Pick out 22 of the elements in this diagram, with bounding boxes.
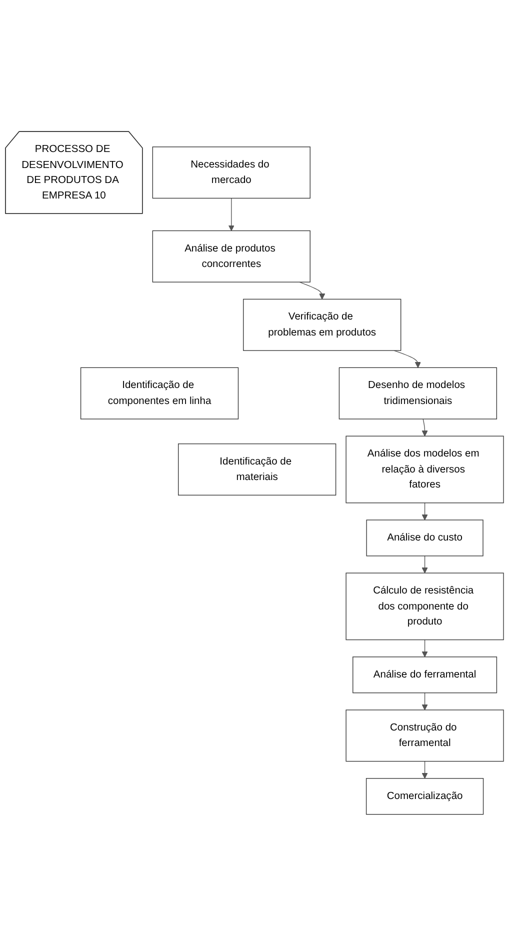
arrow: [422, 760, 428, 778]
flowchart: PROCESSO DE DESENVOLVIMENTO DE PRODUTOS DA EMPRESA 10 Necessidades do mercado Análise de produtos concorrentes Verificação de problemas em produtos Identificação de componentes em linha Desenho de modelos tridimensionais Identificação de materiais Análise dos modelos em relação à diversos fatores Análise do custo Cálculo de resistência dos componente do produto Análise do ferramental Construção do ferramental Comercialização: [0, 126, 509, 820]
node-box: [352, 656, 498, 693]
node-box: [152, 146, 310, 198]
arrow: [422, 639, 428, 657]
arrow: [422, 418, 428, 436]
node-box: [346, 572, 504, 640]
node-box: [346, 435, 504, 503]
arrow: [422, 692, 428, 710]
node-box: [366, 778, 484, 814]
node-box: [366, 519, 484, 556]
arrow: [422, 555, 428, 573]
arrow: [299, 281, 326, 300]
arrow: [422, 502, 428, 520]
node-box: [80, 366, 239, 419]
arrow: [228, 197, 234, 231]
node-box: [243, 298, 402, 350]
node-box: [178, 443, 336, 496]
arrow: [394, 350, 421, 368]
node-box: [338, 366, 498, 419]
node-box: [346, 709, 504, 762]
node-box: [152, 230, 310, 282]
